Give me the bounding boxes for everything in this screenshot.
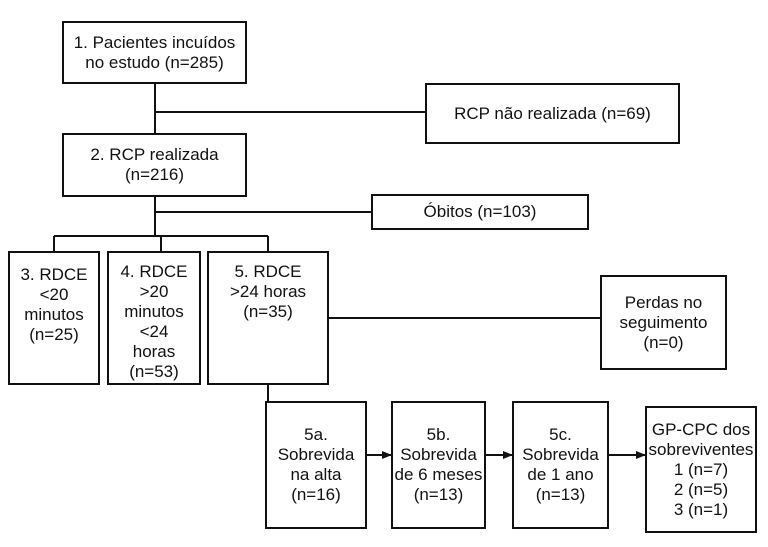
box-text-line: horas (132, 342, 176, 361)
box-text-line: 2 (n=5) (673, 479, 729, 499)
box-text-line: de 6 meses (394, 465, 483, 484)
box-text-line: 5. RDCE (234, 262, 302, 281)
box-text-line: <20 (39, 285, 69, 304)
box-text-line: Óbitos (n=103) (423, 202, 537, 221)
box-text-line: 5b. (426, 425, 451, 444)
box-text-line: Sobrevida (400, 445, 477, 464)
box-text-line: >24 horas (229, 282, 307, 301)
box-text-line: minutos (124, 302, 184, 321)
box-text-line: (n=53) (129, 362, 179, 381)
box-text-line: seguimento (619, 312, 708, 332)
box-text-line: de 1 ano (527, 465, 594, 484)
box-text-line: <24 (139, 322, 169, 341)
box-text-line: (n=13) (413, 485, 464, 504)
box-text-line: minutos (24, 305, 84, 324)
box-text-line: 3 (n=1) (673, 499, 729, 519)
box-rcp-realizada: 2. RCP realizada(n=216) (62, 133, 247, 197)
box-text-line: Sobrevida (522, 445, 599, 464)
box-text-line: 5a. (304, 425, 328, 444)
box-text-line: (n=25) (29, 325, 79, 344)
box-text-line: 1 (n=7) (673, 459, 729, 479)
box-text-line: (n=216) (124, 165, 185, 184)
box-text-line: Sobrevida (277, 445, 355, 464)
box-text-line: 1. Pacientes incuídos (73, 32, 236, 52)
box-text-line: (n=0) (643, 332, 684, 352)
box-text-line: 4. RDCE (120, 262, 188, 281)
box-text-line: (n=16) (291, 485, 341, 504)
box-text-line: GP-CPC dos (651, 419, 751, 439)
box-rdce-mais-24-horas: 5. RDCE>24 horas(n=35) (207, 251, 329, 385)
box-text-line: no estudo (n=285) (85, 52, 224, 72)
box-rcp-nao-realizada: RCP não realizada (n=69) (425, 83, 680, 144)
box-text-line: na alta (290, 465, 342, 484)
box-text-line: Perdas no (624, 292, 703, 312)
box-text-line: >20 (139, 282, 169, 301)
box-text-line: sobreviventes (648, 439, 754, 459)
box-text-line: (n=13) (535, 485, 586, 504)
box-text-line: (n=35) (243, 302, 293, 321)
box-text-line: 2. RCP realizada (90, 145, 219, 164)
box-obitos: Óbitos (n=103) (371, 194, 589, 230)
box-text-line: 5c. (549, 425, 572, 444)
box-text-line: 3. RDCE (20, 265, 88, 284)
box-text-line: RCP não realizada (n=69) (454, 103, 651, 123)
